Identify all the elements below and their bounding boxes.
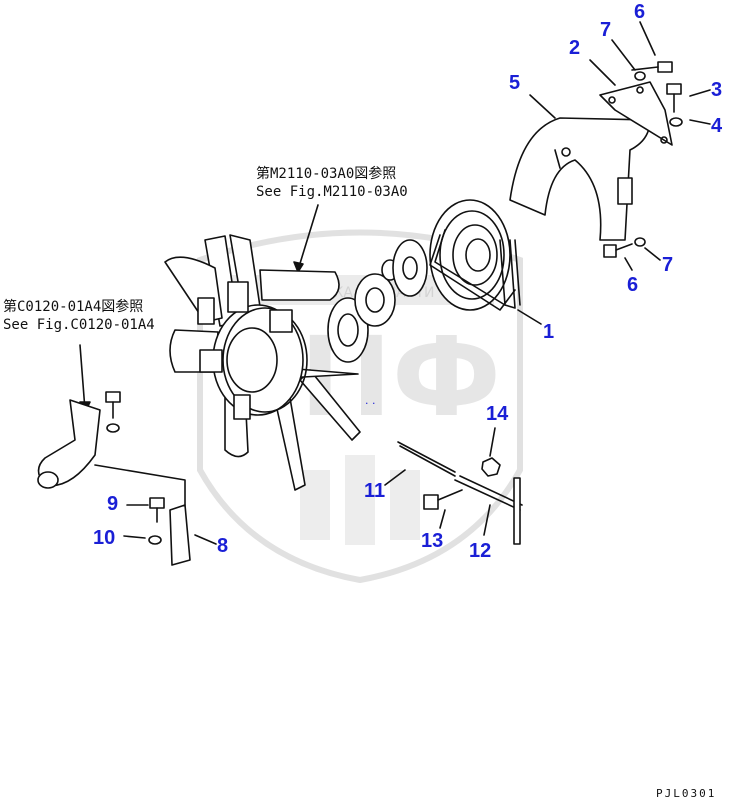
spacer-rings (327, 239, 428, 363)
leader-pipe-ref (79, 344, 86, 411)
callout-7-bottom: 7 (662, 254, 674, 276)
fan-assembly (164, 234, 361, 491)
bolts-top (603, 61, 683, 258)
fan-guard (509, 117, 651, 241)
callout-2: 2 (569, 37, 581, 59)
callout-13: 13 (421, 530, 444, 552)
callout-1: 1 (543, 321, 555, 343)
callout-6-top: 6 (634, 1, 646, 23)
pulley-belt (429, 199, 521, 311)
pipe-ref-note-en: See Fig.C0120-01A4 (3, 317, 155, 333)
pipe-ref-note-jp: 第C0120-01A4図参照 (3, 299, 144, 315)
drawing-code: PJL0301 (656, 787, 717, 800)
callout-5: 5 (509, 72, 521, 94)
callout-7-top: 7 (600, 19, 612, 41)
callout-6-bottom: 6 (627, 274, 639, 296)
callout-10: 10 (93, 527, 116, 549)
fan-ref-note-en: See Fig.M2110-03A0 (256, 184, 408, 200)
callout-14: 14 (486, 403, 509, 425)
callout-4: 4 (711, 115, 723, 137)
callout-11: 11 (364, 480, 386, 502)
guard-plate (599, 81, 673, 146)
pipe-bracket (37, 391, 191, 566)
callout-12: 12 (469, 540, 492, 562)
leader-fan-ref (297, 204, 319, 271)
fan-ref-note-jp: 第M2110-03A0図参照 (256, 166, 397, 182)
callout-3: 3 (711, 79, 723, 101)
callout-8: 8 (217, 535, 229, 557)
callout-9: 9 (107, 493, 119, 515)
adjust-rods (397, 441, 523, 545)
watermark-dashes: · · (365, 397, 376, 410)
